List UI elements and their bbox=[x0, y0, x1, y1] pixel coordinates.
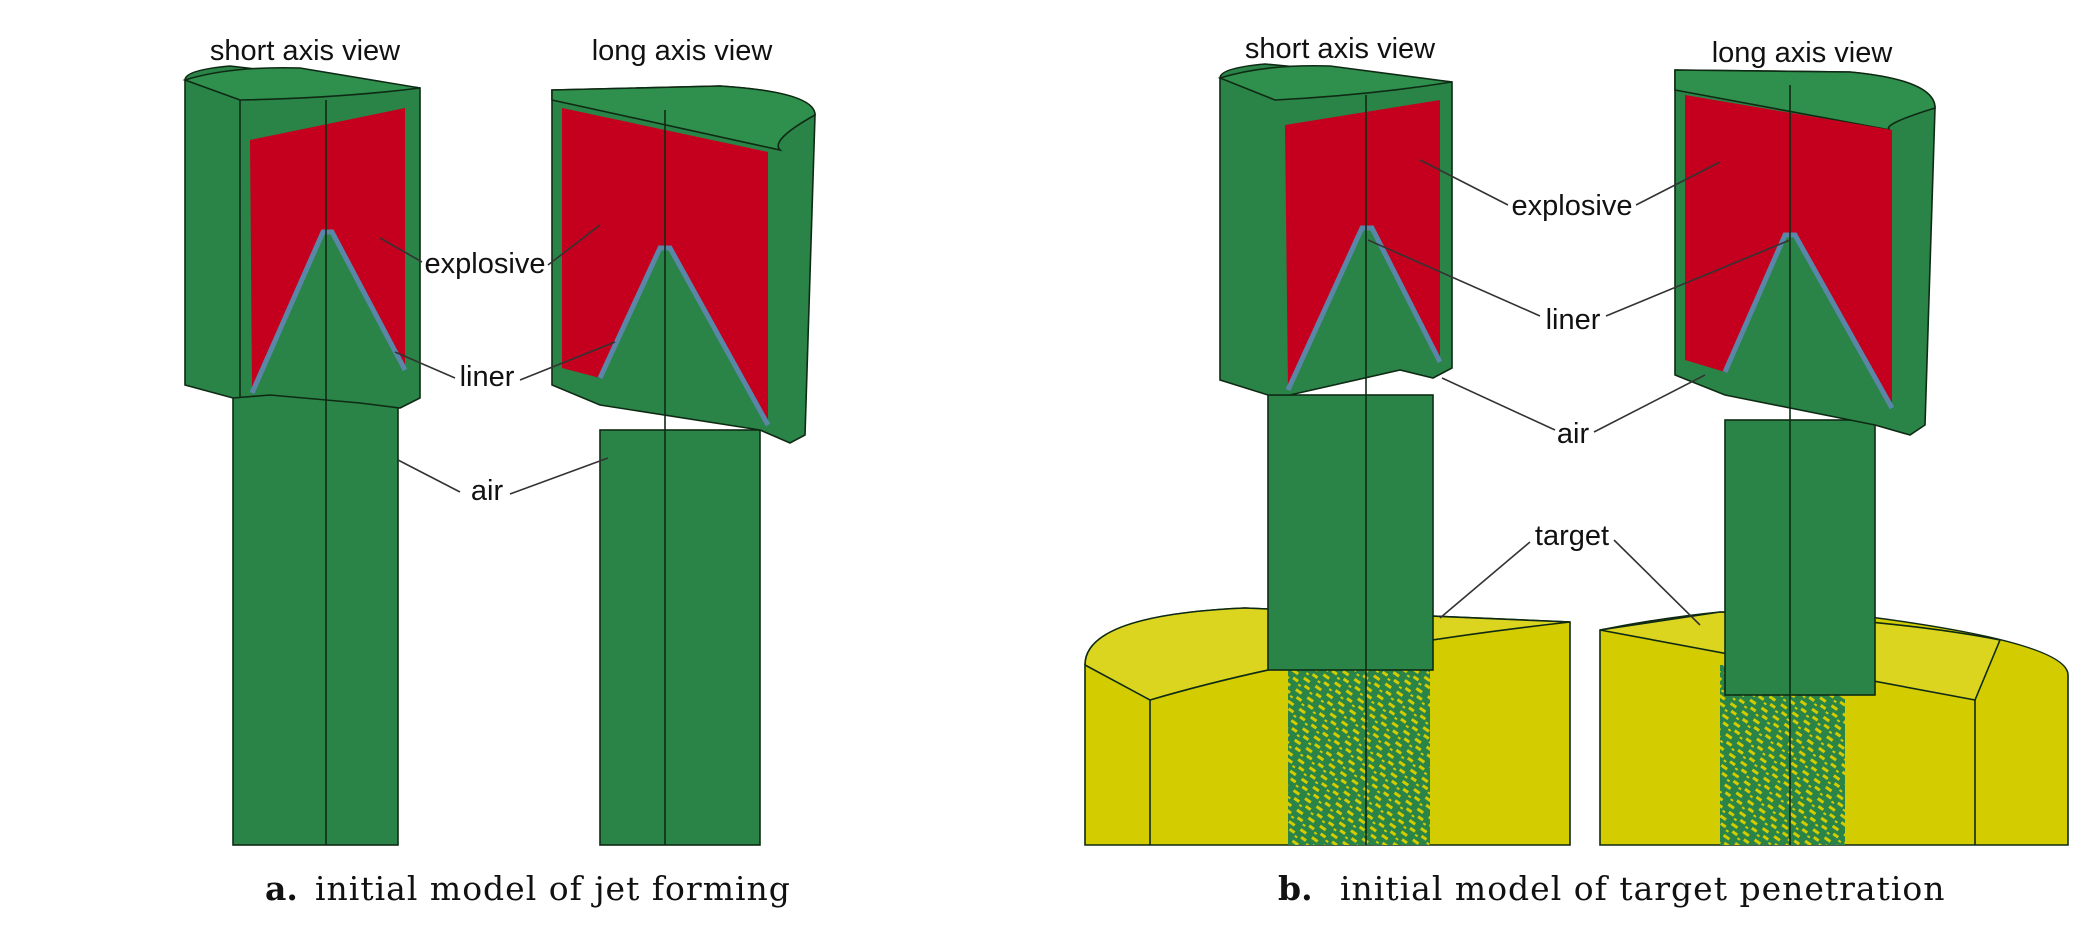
leader-air-left bbox=[397, 459, 461, 493]
air-column bbox=[1724, 419, 1876, 696]
caption-a: initial model of jet forming bbox=[315, 869, 791, 908]
view-label-long-axis: long axis view bbox=[592, 35, 774, 67]
charge-long-axis-a bbox=[551, 85, 816, 846]
caption-letter-b: b. bbox=[1278, 869, 1313, 908]
explosive-region bbox=[250, 108, 405, 393]
label-air: air bbox=[1557, 418, 1590, 450]
leader-air-right bbox=[1593, 374, 1706, 433]
label-liner: liner bbox=[460, 361, 515, 393]
caption-letter-a: a. bbox=[265, 869, 298, 908]
air-column bbox=[232, 394, 399, 846]
label-explosive: explosive bbox=[1512, 190, 1633, 222]
charge-top-cap bbox=[1217, 64, 1453, 101]
air-column bbox=[1267, 394, 1434, 671]
target-mesh-zone bbox=[1288, 650, 1430, 845]
charge-long-axis-b bbox=[1674, 69, 1936, 845]
leader-explosive-left bbox=[379, 237, 423, 263]
leader-explosive-left bbox=[1419, 159, 1509, 206]
leader-air-right bbox=[509, 457, 609, 495]
panel-a: short axis view long axis view explosive… bbox=[182, 35, 816, 908]
leader-air-left bbox=[1441, 377, 1556, 431]
liner-cone bbox=[249, 229, 408, 395]
charge-top-cap bbox=[551, 85, 816, 152]
leader-explosive-right bbox=[547, 224, 601, 266]
view-label-short-axis: short axis view bbox=[1245, 33, 1436, 65]
charge-short-axis-b bbox=[1217, 63, 1453, 845]
label-liner: liner bbox=[1546, 304, 1601, 336]
view-label-long-axis: long axis view bbox=[1712, 37, 1894, 69]
label-explosive: explosive bbox=[425, 248, 546, 280]
target-short-axis-b bbox=[1084, 607, 1571, 846]
liner-cone bbox=[1285, 225, 1443, 392]
leader-explosive-right bbox=[1635, 161, 1721, 206]
charge-top-cap bbox=[182, 66, 421, 101]
air-column bbox=[599, 429, 761, 846]
label-air: air bbox=[471, 475, 504, 507]
charge-top-cap bbox=[1674, 69, 1936, 131]
view-label-short-axis: short axis view bbox=[210, 35, 401, 67]
leader-target-left bbox=[1439, 541, 1531, 619]
leader-liner-right bbox=[1605, 239, 1791, 317]
leader-liner-left bbox=[1367, 239, 1541, 317]
label-target: target bbox=[1535, 520, 1609, 552]
panel-b: short axis view long axis view explosive… bbox=[1084, 33, 2069, 908]
leader-liner-left bbox=[394, 351, 456, 379]
explosive-region bbox=[1685, 95, 1892, 408]
caption-b: initial model of target penetration bbox=[1340, 869, 1946, 908]
leader-liner-right bbox=[519, 341, 616, 381]
explosive-region bbox=[1285, 100, 1440, 390]
leader-target-right bbox=[1613, 539, 1701, 626]
charge-short-axis-a bbox=[182, 65, 421, 846]
